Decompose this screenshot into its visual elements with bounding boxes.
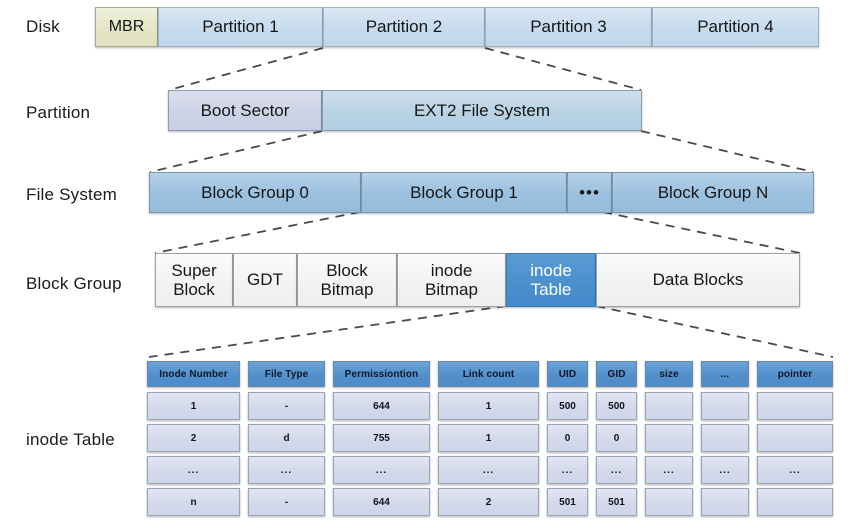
filesystem-cell-ellipsis: •••: [567, 172, 612, 213]
inode-table-header-cell[interactable]: ...: [701, 361, 749, 387]
inode-table-header-cell[interactable]: File Type: [248, 361, 325, 387]
connector-disk-to-partition-right: [484, 47, 642, 91]
inode-table-cell[interactable]: ...: [147, 456, 240, 484]
inode-table-cell[interactable]: -: [248, 488, 325, 516]
connector-disk-to-partition-left: [168, 47, 324, 91]
inode-table-cell[interactable]: ...: [645, 456, 693, 484]
inode-table-cell[interactable]: ...: [547, 456, 588, 484]
blockgroup-cell-gdt-label: GDT: [247, 270, 283, 290]
filesystem-cell-block-group-0[interactable]: Block Group 0: [149, 172, 361, 213]
row-label-inode-table: inode Table: [26, 430, 115, 449]
inode-table-cell[interactable]: -: [248, 392, 325, 420]
inode-table-cell[interactable]: 2: [438, 488, 539, 516]
disk-cell-partition-1[interactable]: Partition 1: [158, 7, 323, 47]
inode-table-cell[interactable]: [701, 392, 749, 420]
blockgroup-cell-super-block-label: Super Block: [171, 260, 217, 299]
inode-table-cell[interactable]: ...: [701, 456, 749, 484]
inode-table-cell[interactable]: 755: [333, 424, 430, 452]
inode-table-cell[interactable]: [645, 424, 693, 452]
disk-cell-partition-3-label: Partition 3: [530, 17, 607, 37]
connector-fs-to-blockgroup-left: [154, 211, 361, 254]
disk-cell-partition-2[interactable]: Partition 2: [323, 7, 485, 47]
inode-table-cell[interactable]: 500: [547, 392, 588, 420]
inode-table-cell[interactable]: [757, 488, 833, 516]
inode-table-cell[interactable]: 0: [596, 424, 637, 452]
inode-table-cell[interactable]: 644: [333, 392, 430, 420]
blockgroup-cell-super-block[interactable]: Super Block: [155, 253, 233, 307]
inode-table-cell[interactable]: ...: [757, 456, 833, 484]
partition-cell-boot-sector-label: Boot Sector: [200, 100, 290, 120]
row-label-disk: Disk: [26, 17, 60, 36]
inode-table-cell[interactable]: 500: [596, 392, 637, 420]
disk-cell-mbr[interactable]: MBR: [95, 7, 158, 47]
inode-table-cell[interactable]: [701, 488, 749, 516]
inode-table-header-cell[interactable]: Permissiontion: [333, 361, 430, 387]
inode-table-cell[interactable]: 1: [438, 392, 539, 420]
inode-table-cell[interactable]: 0: [547, 424, 588, 452]
blockgroup-cell-block-bitmap-label: Block Bitmap: [320, 260, 374, 299]
disk-cell-mbr-label: MBR: [108, 18, 145, 36]
inode-table-cell[interactable]: 501: [547, 488, 588, 516]
inode-table-cell[interactable]: 644: [333, 488, 430, 516]
partition-cell-boot-sector[interactable]: Boot Sector: [168, 90, 322, 131]
inode-table-cell[interactable]: ...: [596, 456, 637, 484]
blockgroup-cell-inode-bitmap-label: inode Bitmap: [425, 260, 478, 299]
connector-blockgroup-to-inodetable-right: [595, 305, 834, 358]
partition-cell-ext2-filesystem-label: EXT2 File System: [413, 100, 551, 120]
inode-table-cell[interactable]: n: [147, 488, 240, 516]
filesystem-cell-block-group-1-label: Block Group 1: [410, 182, 518, 202]
inode-table-cell[interactable]: [757, 392, 833, 420]
connector-partition-to-fs-right: [640, 130, 814, 173]
inode-table-cell[interactable]: [645, 392, 693, 420]
disk-cell-partition-2-label: Partition 2: [365, 17, 443, 37]
inode-table-cell[interactable]: 1: [147, 392, 240, 420]
inode-table-header-cell[interactable]: size: [645, 361, 693, 387]
inode-table-cell[interactable]: ...: [438, 456, 539, 484]
connector-blockgroup-to-inodetable-left: [148, 305, 507, 358]
disk-cell-partition-1-label: Partition 1: [202, 17, 279, 37]
inode-table-cell[interactable]: ...: [333, 456, 430, 484]
connector-partition-to-fs-left: [149, 130, 323, 173]
inode-table-header-cell[interactable]: GID: [596, 361, 637, 387]
row-label-file-system: File System: [26, 185, 117, 204]
inode-table-cell[interactable]: [701, 424, 749, 452]
filesystem-cell-block-group-1[interactable]: Block Group 1: [361, 172, 567, 213]
inode-table-header-cell[interactable]: UID: [547, 361, 588, 387]
blockgroup-cell-inode-bitmap[interactable]: inode Bitmap: [397, 253, 506, 307]
filesystem-cell-block-group-n-label: Block Group N: [657, 182, 769, 202]
inode-table-cell[interactable]: 1: [438, 424, 539, 452]
connector-fs-to-blockgroup-right: [602, 211, 801, 254]
filesystem-cell-block-group-n[interactable]: Block Group N: [612, 172, 814, 213]
blockgroup-cell-gdt[interactable]: GDT: [233, 253, 297, 307]
row-label-partition: Partition: [26, 103, 91, 122]
inode-table-cell[interactable]: 501: [596, 488, 637, 516]
blockgroup-cell-block-bitmap[interactable]: Block Bitmap: [297, 253, 397, 307]
filesystem-cell-ellipsis-label: •••: [579, 182, 600, 202]
blockgroup-cell-data-blocks-label: Data Blocks: [652, 270, 744, 290]
disk-cell-partition-3[interactable]: Partition 3: [485, 7, 652, 47]
inode-table-cell[interactable]: [645, 488, 693, 516]
blockgroup-cell-inode-table-label: inode Table: [530, 260, 572, 299]
inode-table-header-cell[interactable]: pointer: [757, 361, 833, 387]
inode-table-cell[interactable]: [757, 424, 833, 452]
inode-table-cell[interactable]: ...: [248, 456, 325, 484]
partition-cell-ext2-filesystem[interactable]: EXT2 File System: [322, 90, 642, 131]
filesystem-cell-block-group-0-label: Block Group 0: [201, 182, 309, 202]
inode-table-header-cell[interactable]: Inode Number: [147, 361, 240, 387]
inode-table-header-cell[interactable]: Link count: [438, 361, 539, 387]
blockgroup-cell-data-blocks[interactable]: Data Blocks: [596, 253, 800, 307]
inode-table-cell[interactable]: 2: [147, 424, 240, 452]
inode-table-cell[interactable]: d: [248, 424, 325, 452]
disk-cell-partition-4-label: Partition 4: [697, 17, 774, 37]
row-label-block-group: Block Group: [26, 274, 122, 293]
disk-cell-partition-4[interactable]: Partition 4: [652, 7, 819, 47]
blockgroup-cell-inode-table[interactable]: inode Table: [506, 253, 596, 307]
